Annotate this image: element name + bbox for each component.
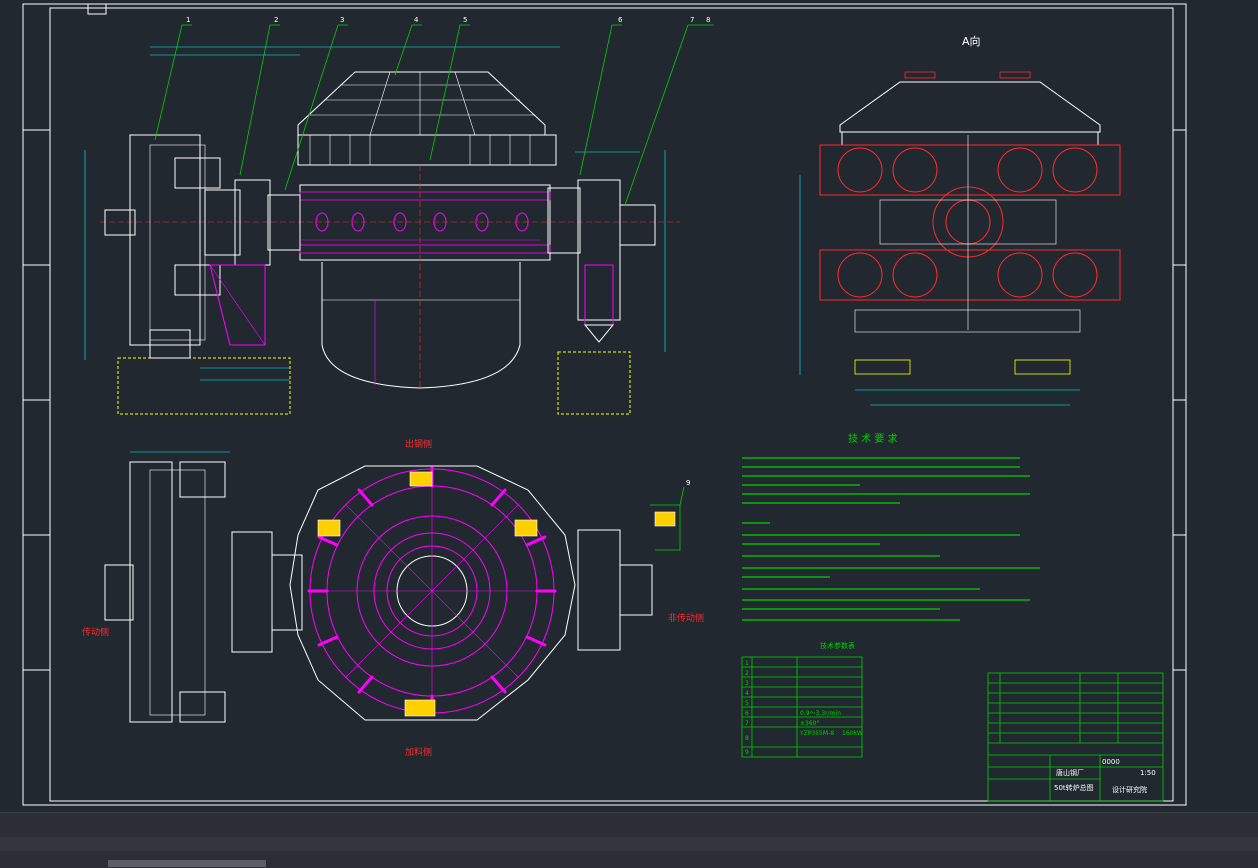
zone-ticks [23,3,1186,671]
param-row-9: 9 [745,749,749,756]
balloon-5: 5 [463,16,467,24]
title-company: 唐山钢厂 [1056,768,1084,777]
trunnion-ring [299,184,551,261]
balloon-4: 4 [414,16,419,24]
title-institute: 设计研究院 [1112,785,1147,794]
param-row-3: 3 [745,680,749,687]
balloon-1: 1 [186,16,190,24]
param-row-1: 1 [745,660,749,667]
foundation-right [557,351,631,415]
leader-lines [154,24,714,551]
param-row-7-value: ±360° [800,720,819,727]
title-block [987,672,1164,802]
param-row-8: 8 [745,735,749,742]
param-row-6: 6 [745,710,749,717]
converter-vessel [321,262,521,389]
cad-drawing: 1 2 3 4 5 6 7 8 9 A向 [22,3,1187,806]
params-table [741,656,863,758]
drive-gearbox [129,134,201,346]
front-elevation-view [84,46,680,415]
sheet-outer-border [22,3,1187,806]
hood [297,71,546,136]
technical-notes: 技 术 要 求 技术参数表 1 2 3 4 5 [741,432,1040,758]
param-row-8-power: 160kW [842,730,863,737]
params-table-title: 技术参数表 [820,641,855,650]
foundation-left [117,357,291,415]
param-row-8-value: YZP355M-8 [799,730,834,737]
horizontal-scrollbar[interactable] [0,860,1258,867]
status-strip [0,837,1258,851]
scrollbar-thumb[interactable] [108,860,266,867]
label-outlet-side: 出钢侧 [405,438,432,450]
label-drive-side: 传动侧 [82,626,109,638]
balloon-6: 6 [618,16,623,24]
param-row-6-value: 0.9～3.3r/min [800,710,841,717]
param-row-7: 7 [745,720,749,727]
param-row-5: 5 [745,700,749,707]
sheet-inner-border [49,7,1174,802]
balloon-2: 2 [274,16,278,24]
balloon-9: 9 [686,479,690,487]
title-drawing-no: 0000 [1102,758,1120,766]
side-view-a: A向 [799,34,1121,406]
param-row-4: 4 [745,690,749,697]
title-drawing-name: 50t转炉总图 [1054,783,1094,792]
title-scale: 1:50 [1140,769,1156,777]
notes-title: 技 术 要 求 [848,432,898,445]
right-bearing-housing [577,179,621,321]
balloon-7: 7 [690,16,694,24]
label-driven-side: 非传动侧 [668,612,704,624]
balloon-labels: 1 2 3 4 5 6 7 8 9 [186,16,710,487]
balloon-8: 8 [706,16,710,24]
plan-view: 出钢侧 加料侧 传动侧 非传动侧 [82,438,704,758]
balloon-3: 3 [340,16,344,24]
cad-canvas[interactable]: 1 2 3 4 5 6 7 8 9 A向 [0,0,1258,812]
status-bar [0,812,1258,868]
param-row-2: 2 [745,670,749,677]
label-inlet-side: 加料侧 [405,746,432,758]
view-label-a: A向 [962,34,981,48]
